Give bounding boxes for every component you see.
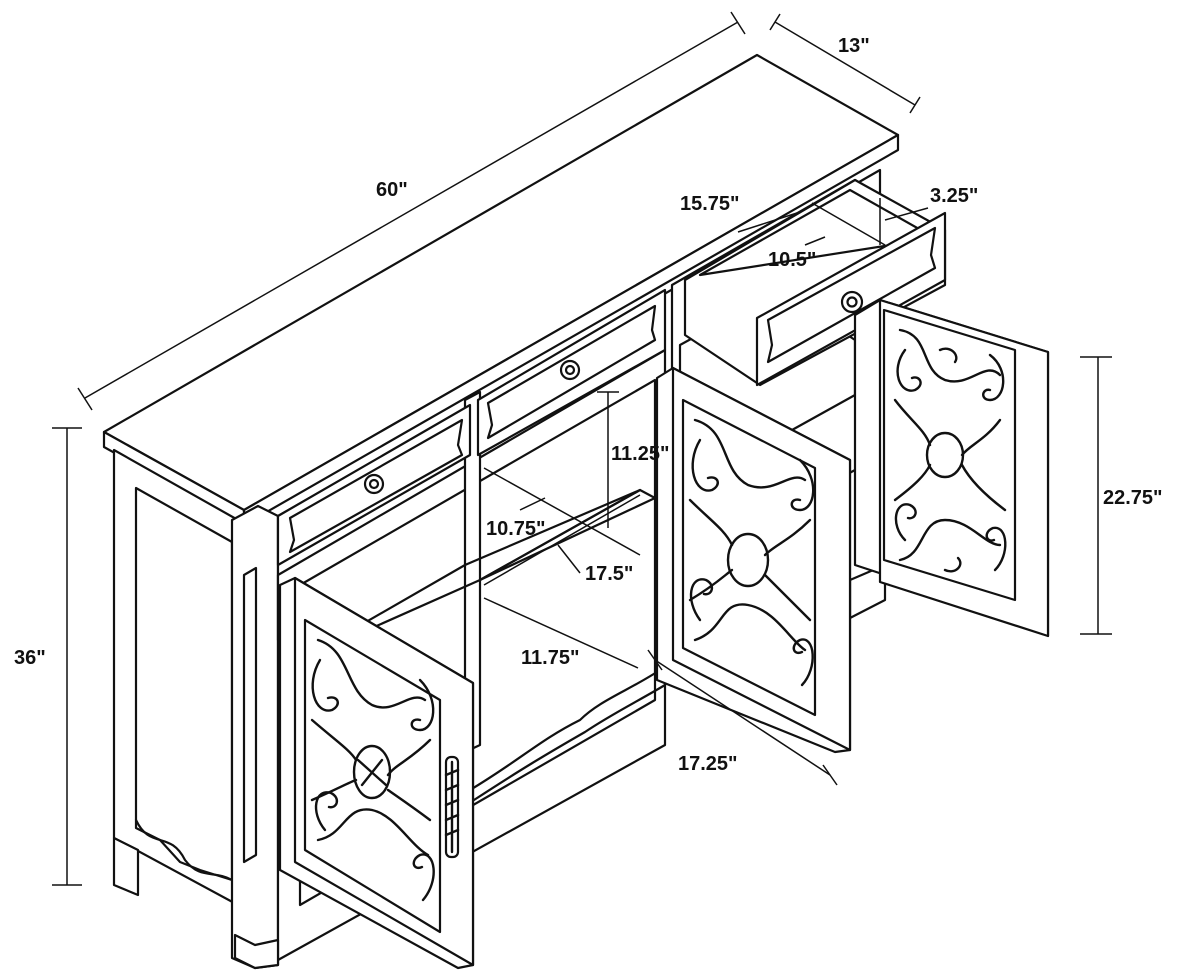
dim-door-width-line — [483, 597, 639, 669]
dim-width-line — [77, 11, 746, 411]
label-drawer-depth: 15.75" — [680, 193, 740, 215]
dim-shelf-height-line — [597, 391, 619, 528]
door-left-handle — [444, 755, 460, 859]
label-opening-width: 17.25" — [678, 753, 738, 775]
dim-shelf-depth-line — [483, 467, 641, 556]
dim-height-line — [52, 427, 82, 886]
door-far-right — [853, 298, 1050, 638]
door-left — [278, 576, 475, 970]
door-middle-fretwork — [688, 418, 815, 687]
label-door-width: 11.75" — [521, 647, 579, 669]
label-depth: 13" — [838, 35, 870, 57]
label-shelf-height: 11.25" — [611, 443, 669, 465]
door-far-right-fretwork — [893, 328, 1007, 573]
label-height: 36" — [14, 647, 46, 669]
dim-drawer-width-line — [804, 202, 886, 246]
dim-drawer-depth-line — [704, 211, 801, 269]
drawer-left — [276, 403, 472, 567]
label-shelf-depth: 10.75" — [486, 518, 546, 540]
door-left-fretwork — [310, 638, 435, 902]
front-left-leg — [230, 504, 280, 970]
dim-drawer-height-line — [879, 198, 929, 245]
label-drawer-height: 3.25" — [930, 185, 978, 207]
door-middle — [655, 366, 852, 754]
front-left-foot — [233, 933, 280, 970]
cabinet-top — [102, 53, 900, 527]
label-width: 60" — [376, 179, 408, 201]
label-door-height: 22.75" — [1103, 487, 1163, 509]
dim-depth-line — [769, 13, 921, 114]
dim-door-height-line — [1080, 356, 1112, 635]
dim-opening-width-line — [647, 649, 838, 786]
label-drawer-width: 10.5" — [768, 249, 816, 271]
left-side-panel — [112, 448, 240, 907]
drawer-middle — [476, 288, 667, 457]
label-shelf-width: 17.5" — [585, 563, 633, 585]
dim-shelf-width-line — [483, 494, 641, 586]
